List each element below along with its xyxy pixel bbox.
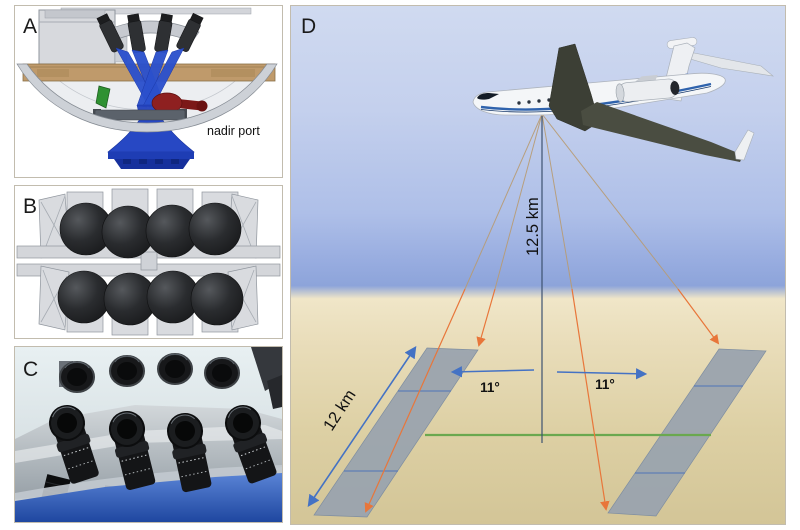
left-angle-arrow (450, 366, 535, 378)
swath-length-arrow (307, 346, 417, 507)
right-angle-label: 11° (595, 377, 615, 392)
panel-b-figure: B (16, 188, 281, 336)
red-component (151, 92, 208, 114)
panel-a-instrument-cross-section: A nadir port (14, 5, 283, 178)
green-component (95, 85, 111, 109)
nadir-port-trumpet (107, 118, 195, 169)
fuselage-shell (16, 63, 278, 133)
panel-d-viewing-geometry: D 12.5 km 12 km 11° 11° (290, 5, 786, 525)
cockpit-windows (477, 93, 499, 100)
panel-b-lens-assembly-cad: B (14, 185, 283, 339)
blue-base (15, 473, 282, 522)
panel-b-label: B (23, 195, 37, 218)
panel-a-figure: A nadir port (16, 7, 278, 169)
platform-highlight (15, 425, 282, 463)
engine-nacelle (615, 74, 680, 103)
support-arm (251, 347, 282, 409)
lens-back-row (59, 353, 240, 393)
lens-spheres-bottom-row (57, 270, 244, 326)
mount-crossbar (93, 109, 187, 121)
panel-d-label: D (301, 15, 316, 38)
sight-lines-sky (464, 113, 679, 290)
cabin-windows (517, 98, 551, 105)
panel-c-figure: C (15, 347, 282, 522)
lens-spheres-top-row (59, 202, 242, 259)
panel-c-label: C (23, 358, 38, 381)
platform-rim (15, 465, 282, 505)
lens-front-row (49, 405, 277, 493)
panel-d-figure: D 12.5 km 12 km 11° 11° (291, 6, 785, 524)
left-angle-label: 11° (480, 380, 500, 395)
panel-a-label: A (23, 15, 37, 38)
panel-c-lens-photo: C (14, 346, 283, 523)
lens-barrels (96, 12, 204, 54)
aircraft (472, 37, 775, 162)
right-swath-footprint (607, 348, 767, 517)
winglet (734, 129, 755, 161)
right-angle-arrow (556, 368, 648, 380)
altitude-label: 12.5 km (524, 197, 542, 256)
near-wing (581, 102, 743, 162)
nadir-port-annotation: nadir port (207, 124, 260, 138)
